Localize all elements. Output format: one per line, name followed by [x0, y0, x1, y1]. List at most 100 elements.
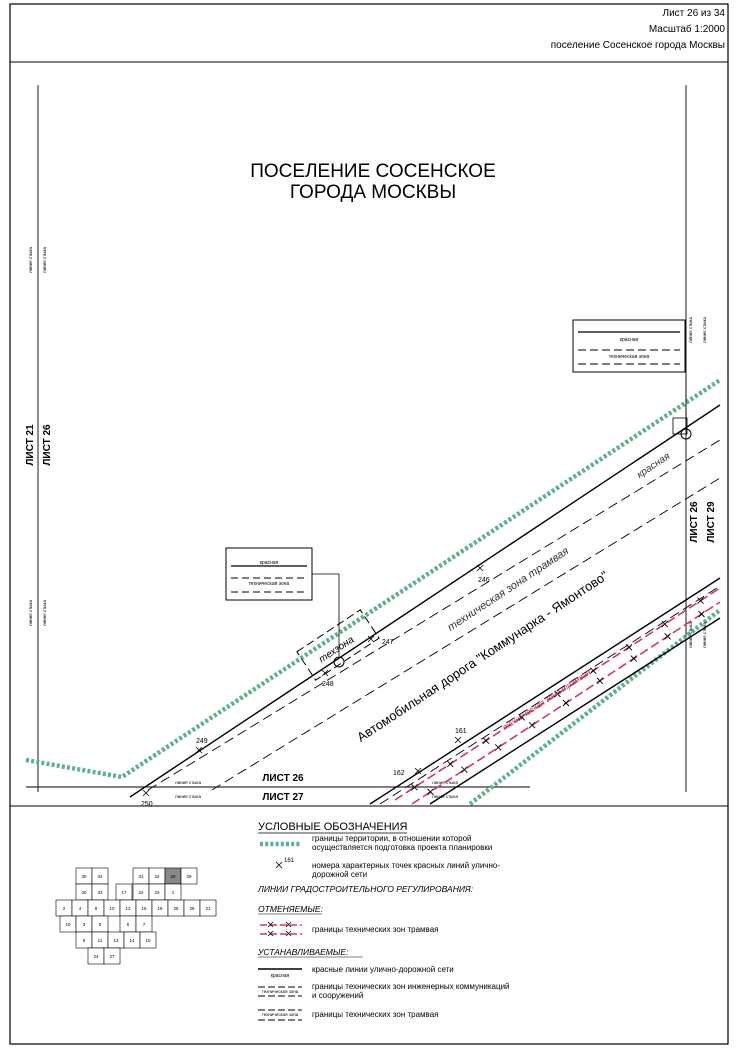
- legend-engineering-text: границы технических зон инженерных комму…: [312, 982, 510, 1000]
- point-247: 247: [382, 639, 394, 646]
- techzone-box: [296, 609, 380, 681]
- key-map-cell-label: 8: [95, 906, 98, 911]
- sheet-number: Лист 26 из 34: [662, 8, 725, 19]
- cancelled-zone-cross: [427, 788, 434, 796]
- sheet-label-right-inner: ЛИСТ 26: [689, 501, 700, 543]
- outer-frame: [9, 3, 729, 1045]
- junction-caption-lb2: линия стыка: [42, 600, 47, 626]
- key-map-cell-label: 25: [173, 906, 179, 911]
- key-map-cell-label: 1: [172, 890, 175, 895]
- key-map-cell-label: 19: [65, 922, 71, 927]
- key-map-cell-label: 5: [99, 922, 102, 927]
- sheet-label-right-outer: ЛИСТ 29: [706, 501, 717, 543]
- key-map-cell-label: 9: [83, 938, 86, 943]
- junction-caption-rt1: линия стыка: [688, 317, 693, 343]
- legend-established-heading: УСТАНАВЛИВАЕМЫЕ:: [257, 947, 349, 957]
- cancelled-zone-cross: [630, 655, 638, 662]
- junction-caption-b3: линия стыка: [432, 780, 458, 785]
- key-map-cell-label: 12: [125, 906, 131, 911]
- cancelled-zone-cross: [562, 699, 570, 707]
- key-map-cell-label: 32: [154, 874, 160, 879]
- cancelled-zone-markers: [411, 597, 705, 796]
- key-map-cell-label: 23: [154, 890, 160, 895]
- key-map-cell-label: 20: [81, 890, 87, 895]
- point-markers: [142, 564, 484, 797]
- junction-caption-rt2: линия стыка: [702, 317, 707, 343]
- cancelled-zone-cross: [664, 633, 671, 640]
- key-map-cell-label: 6: [127, 922, 130, 927]
- legend-boundary-text-wrap: границы территории, в отношении которой …: [312, 835, 492, 851]
- key-map-cell-label: 4: [79, 906, 82, 911]
- cancelled-zone-cross: [482, 737, 490, 744]
- legend-engineering-sample-text: техническая зона: [262, 989, 299, 994]
- junction-caption-b4: линия стыка: [432, 794, 458, 799]
- legend-point-text: номера характерных точек красных линий у…: [312, 861, 500, 879]
- key-map-cell: [180, 867, 198, 885]
- callout-west: [225, 547, 345, 668]
- sheet-label-bottom-lower: ЛИСТ 27: [262, 792, 304, 803]
- key-map-cell: [103, 947, 121, 965]
- key-map-cell-label: 13: [113, 938, 119, 943]
- red-line-south-1: [369, 577, 721, 805]
- key-map-cell-label: 31: [138, 874, 144, 879]
- map-title-line-2: ГОРОДА МОСКВЫ: [290, 182, 456, 203]
- legend-engineering-text-wrap: границы технических зон инженерных комму…: [312, 982, 510, 1000]
- cancelled-zone-cross: [494, 744, 502, 751]
- legend-cancelled-text: границы технических зон трамвая: [312, 925, 438, 934]
- key-map-cell-label: 3: [83, 922, 86, 927]
- scale-label: Масштаб 1:2000: [648, 24, 725, 35]
- callout-ne-red-text: красная: [620, 337, 639, 343]
- cancelled-zone-cross: [518, 714, 526, 721]
- tram-zone-line-1: [147, 439, 721, 791]
- junction-caption-rb1: линия стыка: [688, 622, 693, 648]
- junction-caption-lt2: линия стыка: [42, 247, 47, 273]
- junction-caption-lt1: линия стыка: [28, 247, 33, 273]
- callout-w-red-text: красная: [260, 560, 279, 566]
- junction-caption-lb1: линия стыка: [28, 600, 33, 626]
- point-248: 248: [322, 681, 334, 688]
- key-map-cell-label: 26: [170, 874, 176, 879]
- point-249: 249: [196, 738, 208, 745]
- key-map-cell-label: 28: [189, 906, 195, 911]
- point-161: 161: [455, 728, 467, 735]
- cancelled-zone-cross: [625, 644, 633, 651]
- key-map-cell-label: 34: [97, 874, 103, 879]
- cancelled-zone-cross: [554, 690, 561, 698]
- cancelled-zone-cross: [411, 783, 418, 791]
- key-map-cell-label: 21: [205, 906, 211, 911]
- key-map-cell-label: 11: [98, 938, 103, 943]
- key-map-cell-label: 27: [109, 954, 115, 959]
- key-map-cell: [199, 899, 217, 917]
- cancelled-zone-cross: [461, 766, 468, 773]
- key-map-cell-label: 33: [97, 890, 103, 895]
- red-line-north: [129, 404, 721, 798]
- cancelled-tram-label: техническая зона трамвая: [501, 667, 593, 732]
- legend-point-text-wrap: номера характерных точек красных линий у…: [312, 861, 500, 879]
- cancelled-zone-cross: [528, 721, 536, 729]
- key-map-cell-label: 2: [63, 906, 66, 911]
- key-map-cell-label: 29: [186, 874, 192, 879]
- tram-zone-label: техническая зона трамвая: [446, 545, 572, 634]
- cancelled-zone-cross: [698, 610, 705, 618]
- legend-tram-text: границы технических зон трамвая: [312, 1010, 438, 1019]
- red-label: красная: [635, 451, 673, 481]
- key-map-cell-label: 10: [109, 906, 115, 911]
- sheet-label-bottom-upper: ЛИСТ 26: [262, 773, 304, 784]
- junction-caption-b1: линия стыка: [175, 780, 201, 785]
- road-name: Автомобильная дорога "Коммунарка - Ямонт…: [354, 568, 611, 745]
- point-246: 246: [478, 577, 490, 584]
- point-162: 162: [393, 770, 405, 777]
- sheet-label-left-inner: ЛИСТ 26: [42, 424, 53, 466]
- settlement-label: поселение Сосенское города Москвы: [550, 40, 725, 51]
- callout-north-east: [572, 319, 692, 440]
- key-map-cell-label: 18: [157, 906, 163, 911]
- legend-cancelled-heading: ОТМЕНЯЕМЫЕ:: [258, 904, 324, 914]
- planning-boundary-north: [25, 378, 722, 780]
- cancelled-zone-cross: [446, 760, 454, 768]
- key-map-cell-label: 24: [93, 954, 99, 959]
- junction-caption-rb2: линия стыка: [702, 622, 707, 648]
- key-map-cell-label: 30: [81, 874, 87, 879]
